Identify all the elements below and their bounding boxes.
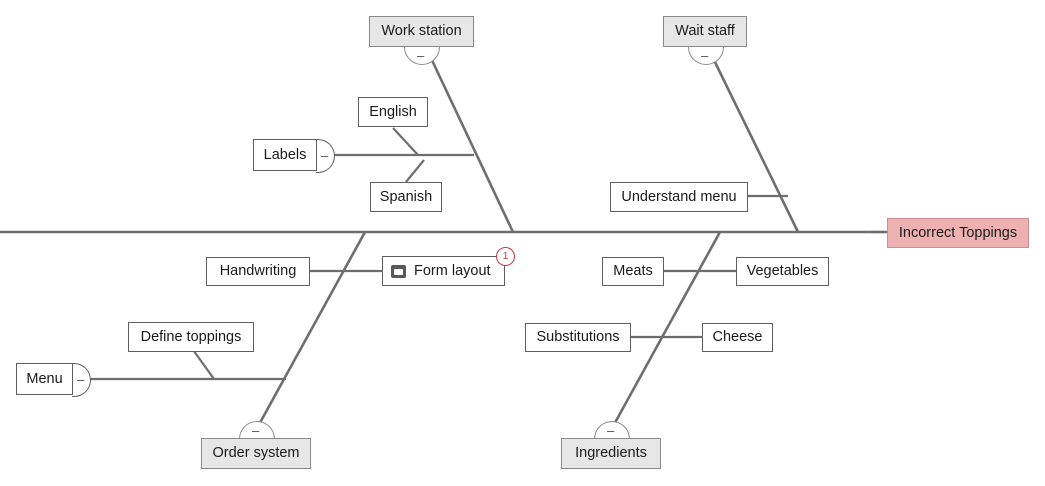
cause-box-understand-menu[interactable]: Understand menu [610, 182, 748, 212]
cause-box-cheese[interactable]: Cheese [702, 323, 773, 352]
cause-box-labels[interactable]: Labels [253, 139, 317, 171]
collapse-glyph-labels: – [321, 148, 329, 163]
collapse-glyph-ingredients: – [607, 423, 615, 438]
category-label-ingredients: Ingredients [575, 445, 647, 462]
cause-label-define-toppings: Define toppings [140, 328, 242, 345]
twig-english [392, 127, 419, 156]
twig-spanish [405, 159, 425, 183]
cause-box-substitutions[interactable]: Substitutions [525, 323, 631, 352]
note-icon [391, 264, 406, 278]
comment-count-badge[interactable]: 1 [496, 247, 515, 266]
collapse-glyph-wait-staff: – [701, 48, 709, 63]
category-box-order-system[interactable]: Order system [201, 438, 311, 469]
category-box-wait-staff[interactable]: Wait staff [663, 16, 747, 47]
cause-box-define-toppings[interactable]: Define toppings [128, 322, 254, 352]
cause-label-cheese: Cheese [712, 329, 763, 346]
category-box-ingredients[interactable]: Ingredients [561, 438, 661, 469]
cause-label-labels: Labels [263, 146, 307, 163]
cause-label-understand-menu: Understand menu [621, 188, 737, 205]
collapse-glyph-work-station: – [417, 48, 425, 63]
category-label-wait-staff: Wait staff [675, 23, 735, 40]
cause-box-vegetables[interactable]: Vegetables [736, 257, 829, 286]
cause-box-handwriting[interactable]: Handwriting [206, 257, 310, 286]
cause-label-vegetables: Vegetables [746, 263, 819, 280]
cause-box-meats[interactable]: Meats [602, 257, 664, 286]
collapse-glyph-menu: – [77, 372, 85, 387]
bone-work-station [428, 55, 515, 233]
cause-label-english: English [369, 103, 417, 120]
cause-label-menu: Menu [26, 370, 63, 387]
cause-label-form-layout: Form layout [414, 262, 491, 279]
cause-box-spanish[interactable]: Spanish [370, 182, 442, 212]
cause-label-substitutions: Substitutions [536, 329, 620, 346]
category-label-order-system: Order system [212, 445, 300, 462]
cause-box-form-layout[interactable]: Form layout [382, 256, 505, 286]
cause-label-spanish: Spanish [379, 188, 433, 205]
category-label-work-station: Work station [381, 23, 462, 40]
cause-box-menu[interactable]: Menu [16, 363, 73, 395]
effect-label: Incorrect Toppings [898, 224, 1018, 241]
category-box-work-station[interactable]: Work station [369, 16, 474, 47]
cause-label-handwriting: Handwriting [219, 263, 297, 280]
cause-label-meats: Meats [613, 263, 653, 280]
effect-box[interactable]: Incorrect Toppings [887, 218, 1029, 248]
cause-box-english[interactable]: English [358, 97, 428, 127]
collapse-glyph-order-system: – [252, 423, 260, 438]
